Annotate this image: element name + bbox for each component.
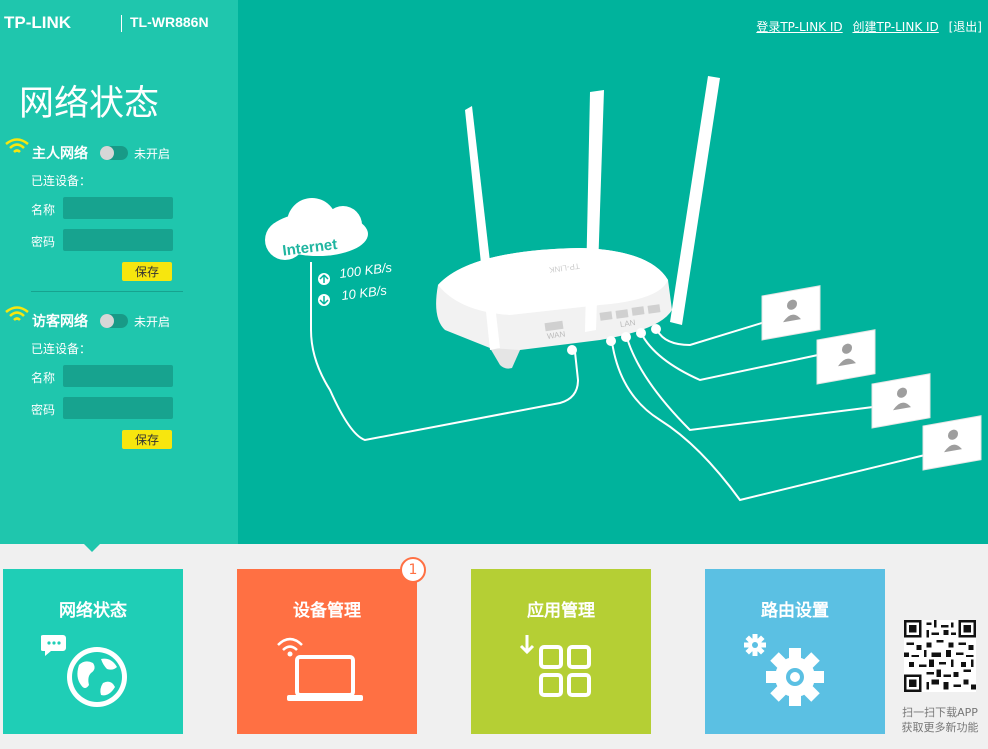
guest-network-title: 访客网络 xyxy=(32,314,88,330)
client-device-icon xyxy=(871,373,931,429)
upload-speed: 100 KB/s xyxy=(339,260,394,281)
network-topology-diagram: Internet 100 KB/s 10 KB/s xyxy=(265,76,982,502)
main-save-button[interactable]: 保存 xyxy=(122,262,172,281)
lan-cable xyxy=(656,321,766,347)
guest-network-toggle[interactable] xyxy=(100,314,128,328)
download-arrow-icon xyxy=(318,294,330,306)
tile-network-status[interactable]: 网络状态 xyxy=(3,569,183,734)
gears-icon xyxy=(744,634,824,706)
main-network-title: 主人网络 xyxy=(32,146,88,162)
tile-label: 网络状态 xyxy=(59,601,127,621)
internet-label: Internet xyxy=(281,236,338,260)
qr-caption-download: 扫一扫下载APP xyxy=(902,706,978,719)
lan-cable xyxy=(640,332,819,382)
download-speed: 10 KB/s xyxy=(341,282,389,302)
tile-label: 设备管理 xyxy=(293,601,361,621)
tile-app-management[interactable]: 应用管理 xyxy=(471,569,651,734)
router-illustration xyxy=(436,76,720,369)
status-panel: TP-LINK TL-WR886N 网络状态 主人网络 未开启 已连设备： 名称… xyxy=(0,0,988,544)
qr-code-image xyxy=(904,620,976,692)
upload-arrow-icon xyxy=(318,273,330,285)
client-device-icon xyxy=(761,285,821,341)
lan-cable xyxy=(611,341,926,502)
lan-port-label: LAN xyxy=(619,318,636,329)
brand-divider xyxy=(121,15,122,32)
globe-chat-icon xyxy=(41,635,127,707)
account-links: 登录TP-LINK ID 创建TP-LINK ID [退出] xyxy=(750,18,982,35)
brand-logo: TP-LINK xyxy=(4,13,72,32)
toggle-knob xyxy=(100,314,114,328)
app-grid-icon xyxy=(519,635,591,697)
toggle-knob xyxy=(100,146,114,160)
tile-label: 应用管理 xyxy=(527,601,595,621)
main-network-toggle[interactable] xyxy=(100,146,128,160)
guest-network-status: 未开启 xyxy=(134,315,171,329)
router-brand: TP-LINK xyxy=(548,261,580,274)
main-password-label: 密码 xyxy=(31,235,56,249)
model-name: TL-WR886N xyxy=(130,14,209,30)
wan-cable xyxy=(310,262,580,442)
network-sidebar: TP-LINK TL-WR886N 网络状态 主人网络 未开启 已连设备： 名称… xyxy=(0,0,238,544)
guest-name-field[interactable] xyxy=(63,365,173,387)
qr-caption-features: 获取更多新功能 xyxy=(901,721,979,734)
laptop-wifi-icon xyxy=(277,637,363,701)
internet-cloud-icon xyxy=(265,198,368,260)
wifi-icon xyxy=(5,306,29,321)
guest-name-label: 名称 xyxy=(31,371,56,385)
logout-link[interactable]: [退出] xyxy=(948,20,982,34)
create-tplink-id-link[interactable]: 创建TP-LINK ID xyxy=(852,20,939,34)
tile-label: 路由设置 xyxy=(761,601,829,621)
login-tplink-id-link[interactable]: 登录TP-LINK ID xyxy=(756,20,843,34)
guest-save-button[interactable]: 保存 xyxy=(122,430,172,449)
lan-cable xyxy=(626,337,874,432)
main-name-field[interactable] xyxy=(63,197,173,219)
guest-password-field[interactable] xyxy=(63,397,173,419)
page-title: 网络状态 xyxy=(19,84,160,124)
guest-password-label: 密码 xyxy=(31,403,56,417)
main-connected-label: 已连设备： xyxy=(31,174,92,188)
main-name-label: 名称 xyxy=(31,203,56,217)
client-device-icon xyxy=(816,329,876,385)
device-count-badge: 1 xyxy=(400,557,426,583)
main-network-status: 未开启 xyxy=(134,147,171,161)
tile-device-management[interactable]: 设备管理 xyxy=(237,569,417,734)
tile-router-settings[interactable]: 路由设置 xyxy=(705,569,885,734)
client-device-icon xyxy=(922,415,982,471)
guest-connected-label: 已连设备： xyxy=(31,342,92,356)
wan-port-label: WAN xyxy=(546,329,566,340)
section-divider xyxy=(31,291,183,292)
wifi-icon xyxy=(5,138,29,153)
main-password-field[interactable] xyxy=(63,229,173,251)
active-tile-pointer xyxy=(84,544,100,552)
